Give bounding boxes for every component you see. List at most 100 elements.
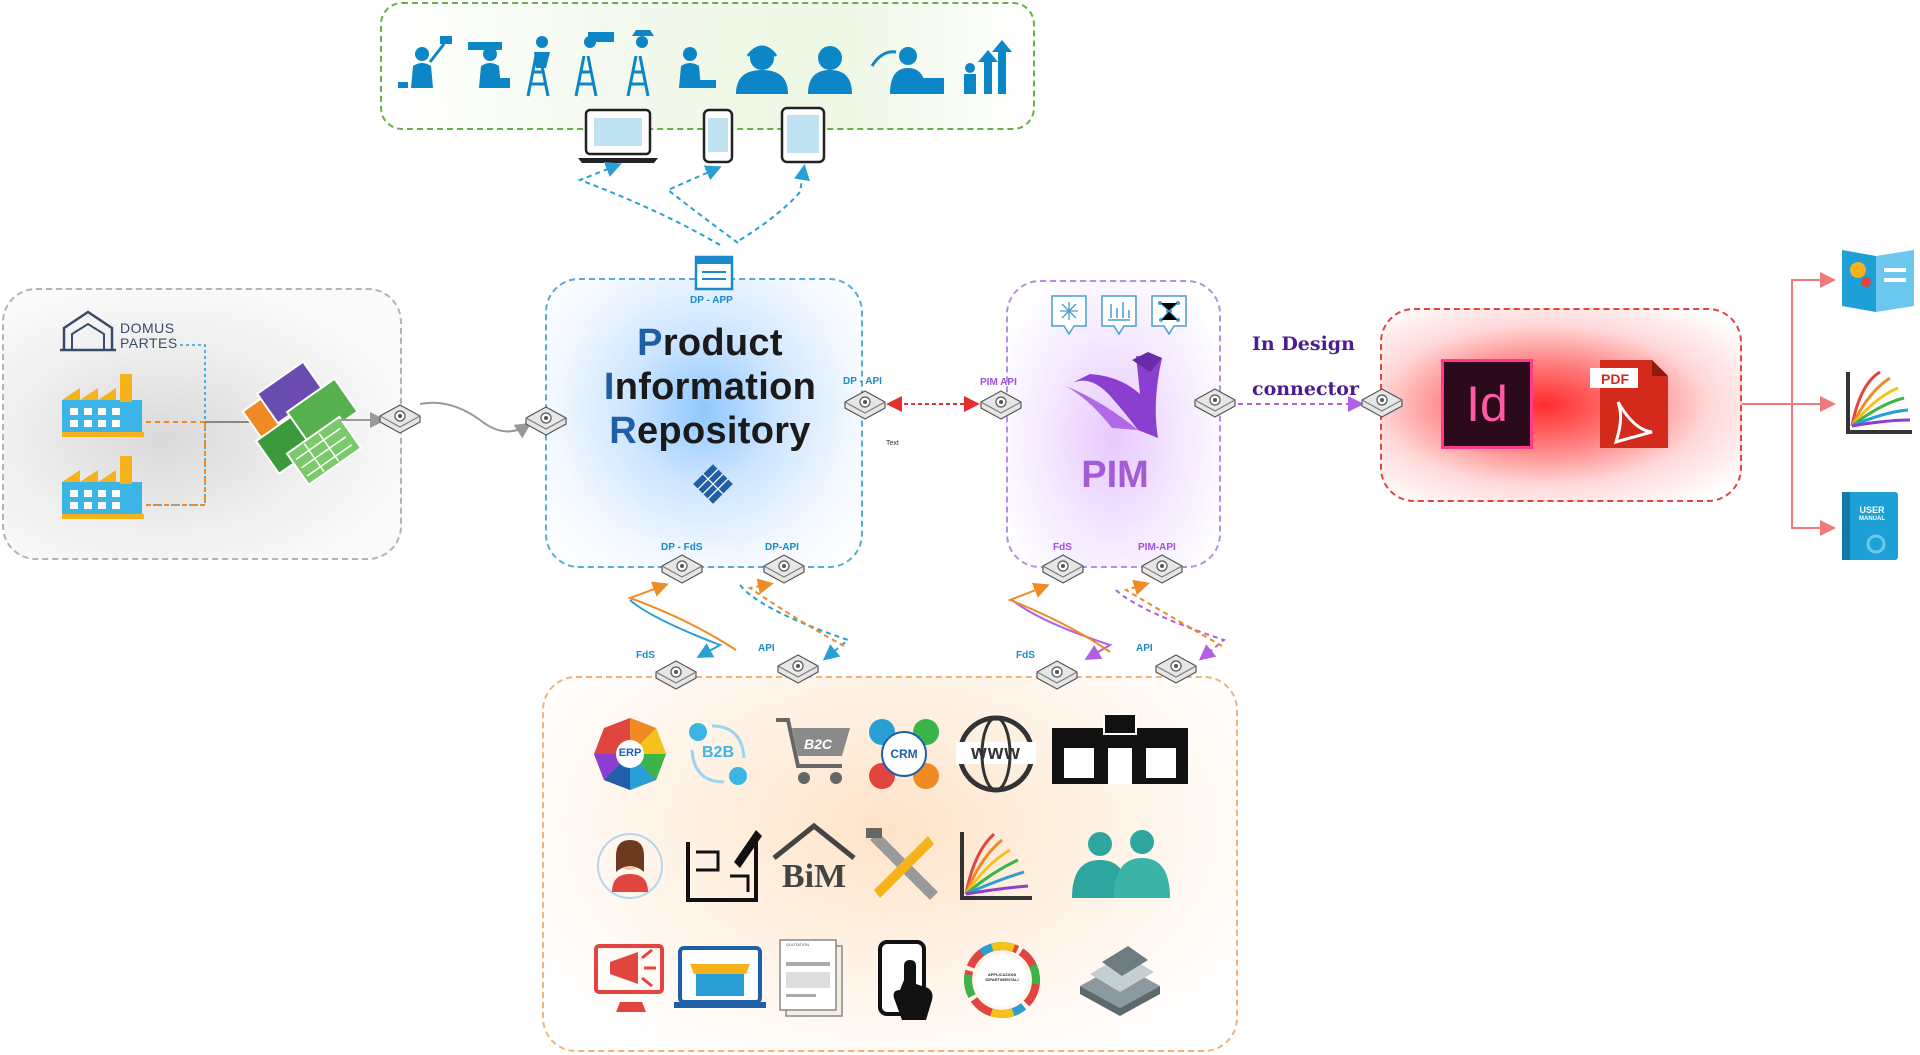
channels-fds-label: FdS xyxy=(636,650,655,661)
pim-feature-icon xyxy=(1051,295,1087,336)
dp-api-label: DP - API xyxy=(843,376,882,387)
pir-title-rest-2: nformation xyxy=(614,366,817,408)
www-icon xyxy=(956,715,1036,793)
domus-partes-logo-icon xyxy=(60,310,116,352)
user-manual-icon xyxy=(1842,492,1898,560)
pim-api-label: PIM API xyxy=(980,377,1017,388)
pim-api-hub-icon xyxy=(980,390,1022,420)
pir-title-line-3: Repository xyxy=(560,410,860,453)
crm-icon xyxy=(869,719,939,789)
user-manual-line-1: USER xyxy=(1859,505,1885,515)
dp-app-icon xyxy=(694,255,734,291)
worker-icon xyxy=(679,47,716,88)
pdf-label: PDF xyxy=(1601,371,1629,387)
channels-api-hub-icon xyxy=(777,654,819,684)
departmental-apps-icon xyxy=(964,942,1040,1018)
logo-line-2: PARTES xyxy=(120,335,178,351)
pim-title: PIM xyxy=(1081,454,1149,496)
pdf-icon xyxy=(1590,360,1668,448)
marketing-icon xyxy=(594,944,664,1012)
b2c-label: B2C xyxy=(803,736,832,752)
departmental-apps-line-1: APPLICAZIONI xyxy=(987,972,1017,977)
presenter-icon xyxy=(870,47,944,94)
catalog-pile-icon xyxy=(241,360,363,487)
pir-title-line-2: Information xyxy=(560,366,860,409)
pim-feature-icon xyxy=(1151,295,1187,336)
domus-partes-logo: DOMUS PARTES xyxy=(120,321,178,351)
pim-api-bottom-hub-icon xyxy=(1141,554,1183,584)
channels-fds-hub-icon xyxy=(655,660,697,690)
pir-title-initial-p: P xyxy=(637,322,663,364)
pir-panel xyxy=(545,278,863,568)
technician-icon xyxy=(468,42,510,88)
publishing-hub-icon xyxy=(1361,388,1403,418)
dp-fds-label: DP - FdS xyxy=(661,542,703,553)
customer-service-icon xyxy=(597,833,663,899)
tablet-icon xyxy=(780,106,826,164)
touch-phone-icon xyxy=(878,940,933,1020)
crm-label: CRM xyxy=(890,747,918,761)
logo-line-1: DOMUS xyxy=(120,320,175,336)
3d-building-model-icon xyxy=(1080,946,1160,1016)
pim-fds-hub-icon xyxy=(1042,554,1084,584)
pir-title-rest-3: epository xyxy=(637,410,811,452)
growth-icon xyxy=(964,40,1012,94)
ladder-worker-icon xyxy=(626,30,654,97)
b2c-icon xyxy=(776,718,850,784)
laptop-icon xyxy=(578,108,658,163)
pim-out-hub-icon xyxy=(1194,388,1236,418)
quotation-label: QUOTATION xyxy=(786,942,810,947)
channels-pim-fds-hub-icon xyxy=(1036,660,1078,690)
channels-pim-api-hub-icon xyxy=(1155,654,1197,684)
etim-logo-icon xyxy=(693,464,733,504)
tools-icon xyxy=(866,828,938,900)
channels-pim-api-label: API xyxy=(1136,643,1153,654)
store-icon xyxy=(1052,713,1188,784)
bim-label: BiM xyxy=(781,858,847,895)
user-icon xyxy=(808,46,852,94)
channels-api-label: API xyxy=(758,643,775,654)
floor-plan-icon xyxy=(686,830,762,902)
support-agent-icon xyxy=(736,45,788,94)
user-manual-line-2: MANUAL xyxy=(1859,516,1885,522)
ladder-worker-icon xyxy=(526,36,550,97)
departmental-apps-label: APPLICAZIONI DIPARTIMENTALI xyxy=(978,972,1026,982)
factory-icon xyxy=(62,374,144,437)
bim-icon xyxy=(772,822,856,860)
partners-icon xyxy=(1072,830,1170,898)
link-text-label: Text xyxy=(886,440,899,447)
pir-title-rest-1: roduct xyxy=(662,322,783,364)
erp-icon xyxy=(594,718,666,790)
indesign-icon: Id xyxy=(1441,359,1533,449)
pim-api-bottom-label: PIM-API xyxy=(1138,542,1176,553)
pim-fds-label: FdS xyxy=(1053,542,1072,553)
pir-title-initial-r: R xyxy=(609,410,637,452)
brochure-icon xyxy=(1842,250,1914,312)
user-manual-label: USER MANUAL xyxy=(1850,506,1894,524)
channels-pim-fds-label: FdS xyxy=(1016,650,1035,661)
connector-hub-icon xyxy=(379,404,421,434)
quotation-document-icon xyxy=(779,939,843,1017)
pir-title-line-1: Product xyxy=(560,322,860,365)
departmental-apps-line-2: DIPARTIMENTALI xyxy=(985,977,1019,982)
dp-api-bottom-label: DP-API xyxy=(765,542,799,553)
publishing-panel xyxy=(1380,308,1742,502)
erp-label: ERP xyxy=(618,747,642,759)
smartphone-icon xyxy=(702,108,734,164)
dp-app-label: DP - APP xyxy=(690,295,733,306)
pim-feature-icon xyxy=(1101,295,1137,336)
b2b-icon xyxy=(689,723,747,785)
catalog-book-icon xyxy=(1846,370,1912,434)
pim-logo-icon xyxy=(1066,352,1162,438)
dp-api-bottom-hub-icon xyxy=(763,554,805,584)
ladder-worker-icon xyxy=(574,32,614,97)
pir-title-initial-i: I xyxy=(603,366,615,408)
indesign-connector-line-1: In Design xyxy=(1252,333,1355,355)
online-store-icon xyxy=(674,946,766,1008)
catalog-book-icon xyxy=(960,832,1032,900)
indesign-connector-line-2: connector xyxy=(1252,378,1359,400)
dp-fds-hub-icon xyxy=(661,554,703,584)
www-label: www xyxy=(971,742,1021,764)
factory-icon xyxy=(62,456,144,519)
